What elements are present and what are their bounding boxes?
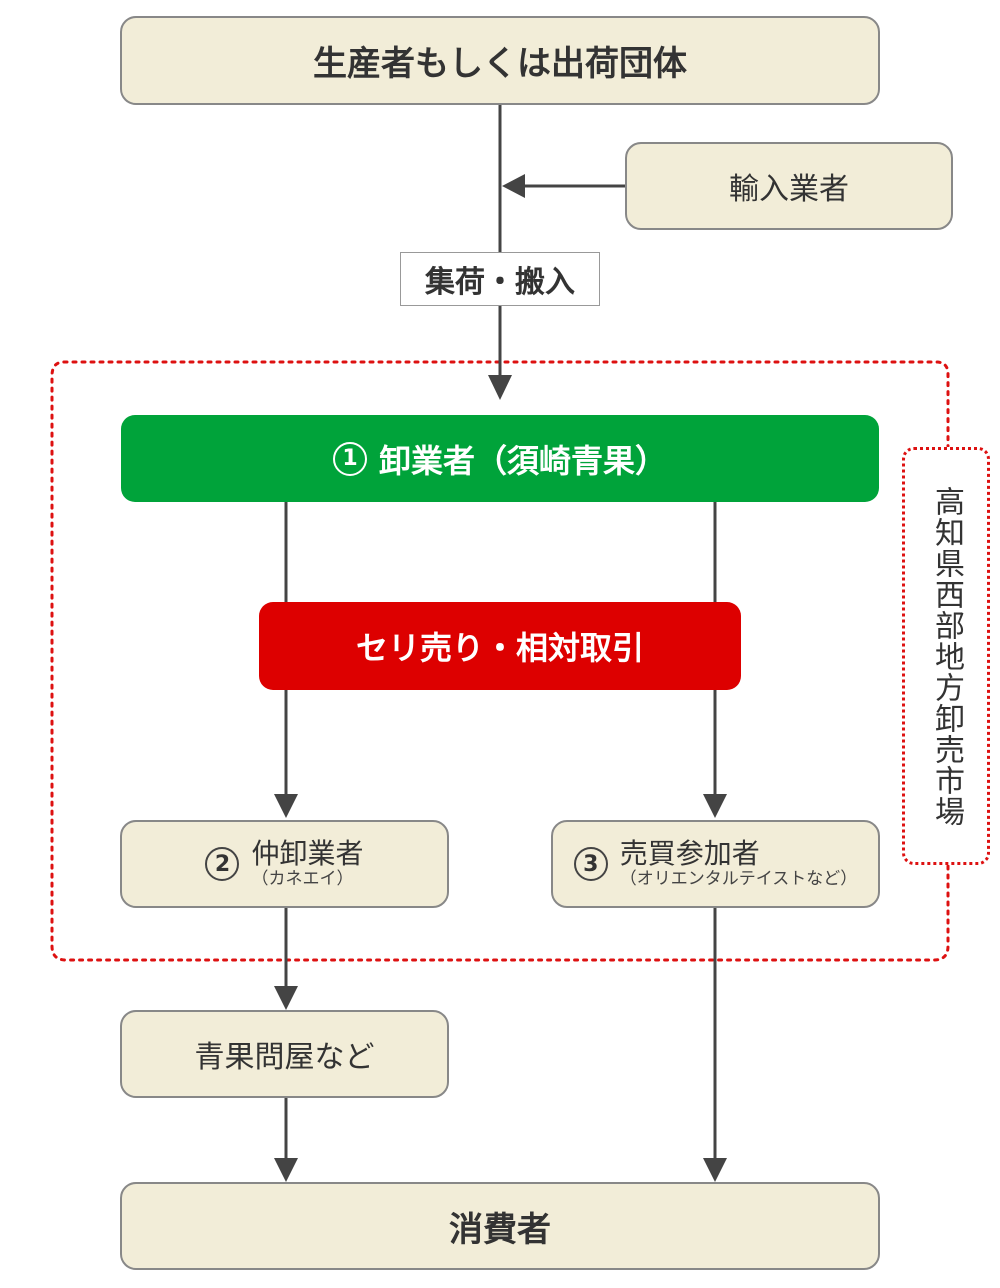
number-2-badge: 2 [205, 847, 240, 881]
consumer-label: 消費者 [449, 1209, 551, 1250]
wholesaler-label: 卸業者（須崎青果） [378, 441, 667, 480]
arrow-to-buyer [703, 794, 727, 818]
arrow-to-wholesaler [488, 375, 512, 400]
distributor-box: 青果問屋など [120, 1010, 449, 1098]
arrow-to-distributor [274, 986, 298, 1010]
importer-box: 輸入業者 [625, 142, 953, 230]
market-label: 高知県西部地方卸売市場 [929, 485, 964, 827]
producer-box: 生産者もしくは出荷団体 [120, 16, 880, 105]
arrow-consumer-right [703, 1158, 727, 1182]
number-1-badge: 1 [332, 441, 367, 476]
buyer-label: 売買参加者 [619, 837, 760, 871]
importer-label: 輸入業者 [729, 172, 849, 207]
producer-label: 生産者もしくは出荷団体 [313, 44, 687, 84]
buyer-box: 3 売買参加者 （オリエンタルテイストなど） [551, 820, 880, 908]
collect-tag: 集荷・搬入 [400, 252, 600, 306]
market-label-box: 高知県西部地方卸売市場 [902, 447, 990, 865]
auction-box: セリ売り・相対取引 [259, 602, 741, 690]
auction-label: セリ売り・相対取引 [355, 629, 644, 667]
distributor-label: 青果問屋など [194, 1040, 375, 1075]
market-boundary [50, 360, 950, 962]
buyer-sub: （オリエンタルテイストなど） [619, 869, 858, 890]
collect-label: 集荷・搬入 [425, 265, 575, 300]
consumer-box: 消費者 [120, 1182, 880, 1270]
arrow-consumer-left [274, 1158, 298, 1182]
intermediate-sub: （カネエイ） [251, 869, 354, 890]
arrowheads [274, 174, 727, 1182]
arrow-to-intermediate [274, 794, 298, 818]
intermediate-box: 2 仲卸業者 （カネエイ） [120, 820, 449, 908]
flow-lines [284, 105, 717, 1158]
arrow-from-importer [502, 174, 525, 198]
intermediate-label: 仲卸業者 [251, 837, 364, 871]
number-3-badge: 3 [573, 847, 608, 881]
wholesaler-box: 1 卸業者（須崎青果） [121, 415, 879, 502]
